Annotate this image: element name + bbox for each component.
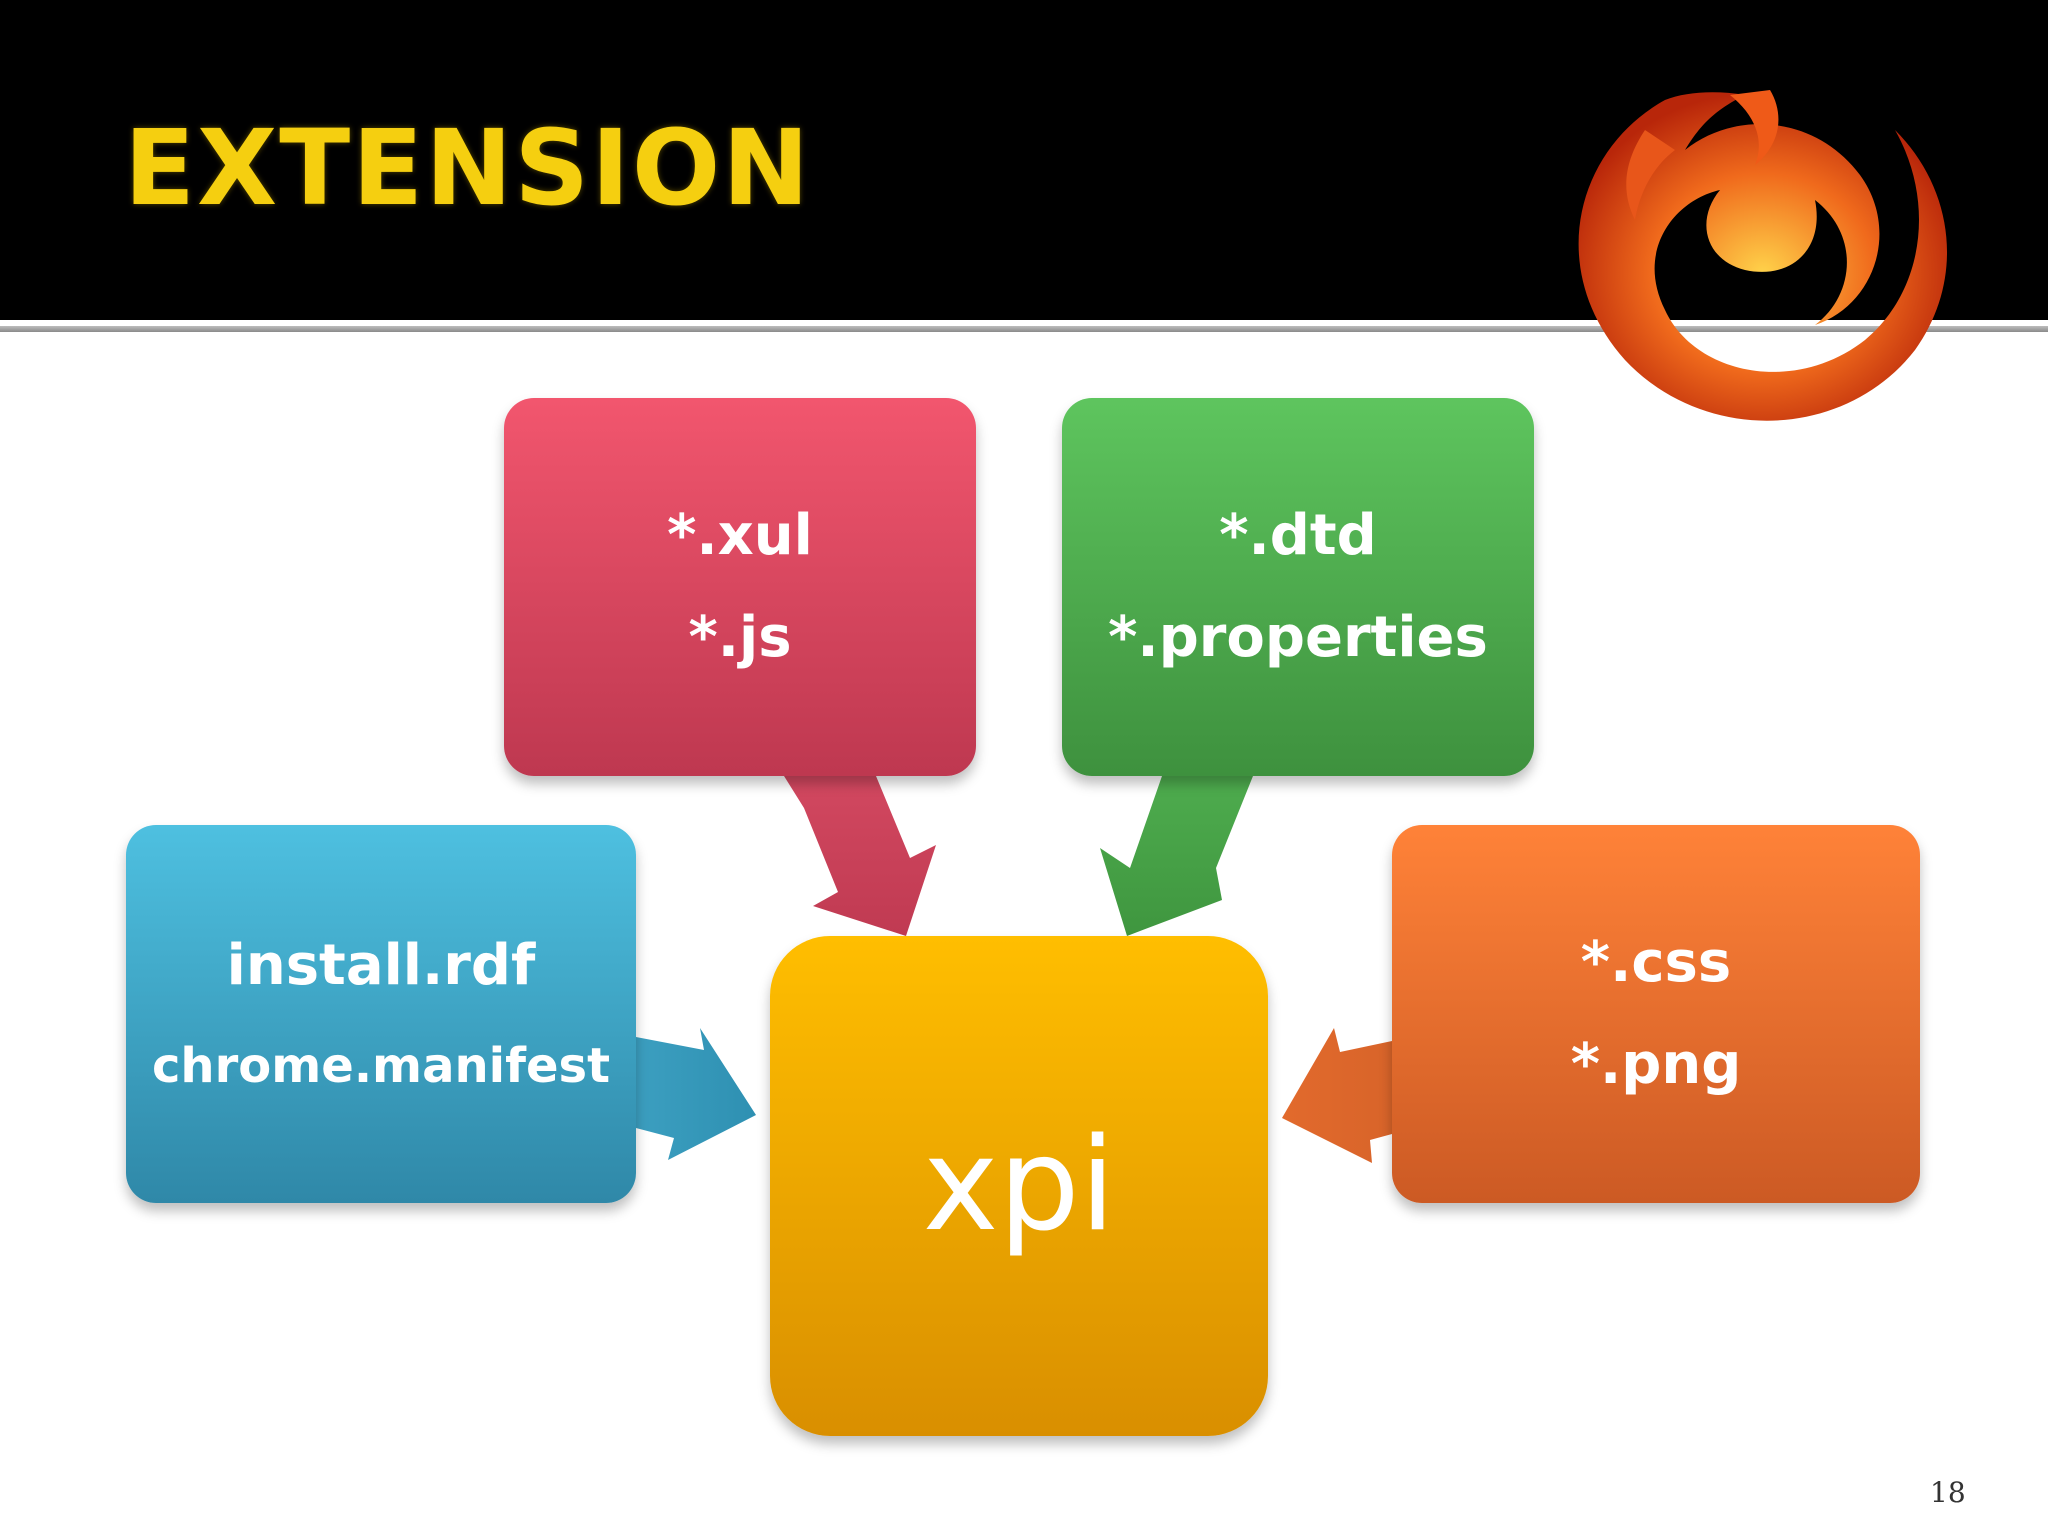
source-label: *.properties — [1108, 605, 1488, 670]
arrow-orange-to-xpi — [1282, 1028, 1392, 1163]
source-label: install.rdf — [226, 933, 536, 998]
target-label: xpi — [922, 1111, 1116, 1260]
source-box-install-manifest: install.rdf chrome.manifest — [126, 825, 636, 1203]
source-label: *.png — [1570, 1032, 1742, 1097]
source-label: chrome.manifest — [151, 1038, 611, 1094]
target-box-xpi: xpi — [770, 936, 1268, 1436]
source-box-dtd-properties: *.dtd *.properties — [1062, 398, 1534, 776]
source-label: *.css — [1580, 930, 1732, 995]
source-box-xul-js: *.xul *.js — [504, 398, 976, 776]
source-label: *.dtd — [1219, 503, 1377, 568]
slide-title: EXTENSION — [124, 107, 812, 229]
source-label: *.xul — [667, 503, 813, 568]
arrow-blue-to-xpi — [636, 1028, 756, 1160]
firefox-logo-icon — [1578, 90, 1948, 421]
slide-number: 18 — [1930, 1476, 1966, 1509]
header-divider — [0, 326, 2048, 332]
arrow-red-to-xpi — [784, 776, 936, 936]
arrow-green-to-xpi — [1100, 776, 1253, 936]
source-label: *.js — [688, 605, 792, 670]
source-box-css-png: *.css *.png — [1392, 825, 1920, 1203]
